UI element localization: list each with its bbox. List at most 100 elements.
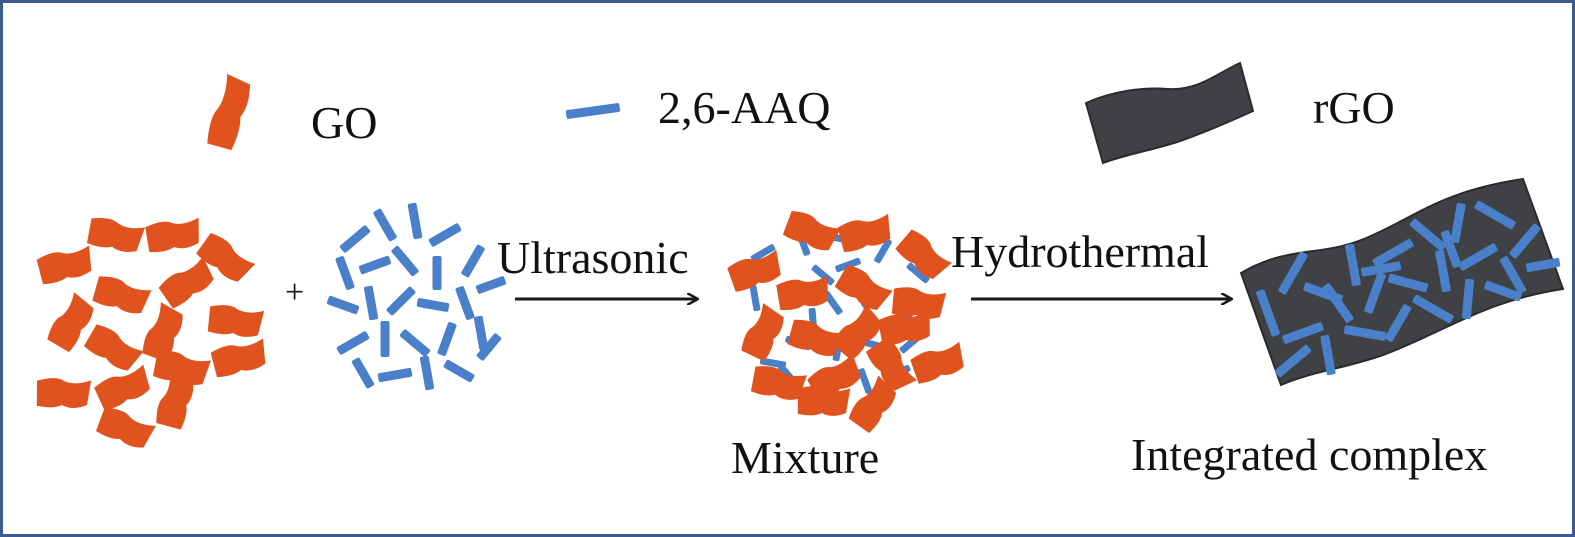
aaq-rod: [1345, 243, 1361, 287]
go-flake: [895, 229, 952, 280]
aaq-rod: [399, 329, 431, 357]
aaq-rod: [1525, 257, 1561, 273]
go-flake-icon: [207, 74, 251, 151]
aaq-rod: [749, 284, 761, 312]
go-flake: [848, 375, 897, 434]
aaq-rod: [857, 368, 873, 394]
aaq-rod: [1409, 218, 1447, 252]
go-flakes-cluster: [36, 217, 266, 448]
go-flake: [878, 310, 930, 346]
aaq-rod: [1322, 283, 1354, 323]
hydrothermal-label: Hydrothermal: [951, 226, 1209, 277]
aaq-rod: [1282, 322, 1324, 344]
go-flake: [797, 386, 851, 416]
aaq-rod: [373, 208, 397, 242]
complex-label: Integrated complex: [1131, 429, 1487, 480]
rgo-sheet-icon: [1084, 61, 1255, 165]
aaq-rod: [377, 367, 413, 383]
aaq-rod: [339, 225, 371, 253]
complex-aaq-rods: [1256, 200, 1561, 378]
mixture-cluster: [727, 210, 964, 434]
aaq-rod: [326, 295, 360, 315]
aaq-rod: [1364, 272, 1386, 314]
aaq-rod: [443, 359, 475, 383]
synthesis-diagram: GO 2,6-AAQ rGO + Ultrasonic Mixture Hydr…: [36, 61, 1565, 483]
go-flake: [787, 319, 845, 356]
go-flake: [47, 292, 94, 353]
aaq-rod: [461, 244, 485, 278]
aaq-rod: [811, 264, 835, 286]
aaq-rod: [1499, 256, 1527, 294]
aaq-rod: [1274, 344, 1312, 378]
aaq-rod: [1412, 294, 1454, 324]
aaq-rod: [1360, 261, 1402, 277]
aaq-rod: [428, 223, 462, 247]
go-flake: [776, 275, 828, 311]
go-flake: [832, 304, 883, 361]
go-flake: [96, 407, 156, 448]
aaq-rod-icon: [565, 103, 621, 119]
go-flake: [727, 249, 781, 292]
go-flake: [83, 324, 144, 371]
aaq-rod: [1458, 243, 1498, 271]
go-flake: [910, 341, 964, 384]
go-flake: [92, 276, 152, 314]
aaq-rod: [1384, 304, 1412, 342]
plus-sign: +: [285, 274, 304, 311]
aaq-rod: [475, 276, 507, 294]
aaq-rod: [391, 245, 419, 277]
go-flake: [207, 305, 265, 337]
aaq-rod: [416, 298, 450, 312]
aaq-rod: [1278, 251, 1308, 295]
aaq-rod-legend: [565, 103, 621, 119]
aaq-rod: [1435, 249, 1451, 293]
go-flake: [142, 302, 183, 362]
aaq-rod: [906, 262, 930, 284]
aaq-rod: [380, 321, 390, 357]
aaq-rod: [1372, 238, 1414, 268]
go-flake: [36, 378, 92, 408]
aaq-rod: [363, 285, 379, 321]
aaq-rod: [823, 291, 843, 315]
aaq-rod: [335, 256, 355, 290]
aaq-rod: [750, 244, 776, 262]
go-flake: [741, 302, 784, 362]
aaq-rod: [1343, 325, 1387, 341]
go-flake: [86, 217, 145, 253]
aaq-rod: [437, 322, 457, 356]
aaq-rod: [874, 238, 892, 264]
mixture-label: Mixture: [731, 432, 879, 483]
go-flake: [94, 364, 150, 411]
aaq-rod: [1461, 278, 1475, 320]
aaq-rod: [1450, 202, 1466, 244]
go-flake: [36, 245, 92, 285]
go-flake: [891, 287, 947, 319]
aaq-rod: [1484, 280, 1522, 302]
go-flake: [750, 366, 807, 400]
aaq-rod: [1320, 334, 1336, 376]
aaq-rod: [351, 357, 375, 389]
legend-go-label: GO: [311, 97, 377, 148]
aaq-rod: [432, 256, 442, 290]
aaq-rod: [407, 202, 423, 240]
go-flake: [866, 337, 917, 391]
go-flake: [152, 350, 211, 386]
aaq-rod: [336, 331, 370, 355]
ultrasonic-label: Ultrasonic: [497, 232, 689, 283]
aaq-rod: [1256, 289, 1280, 337]
aaq-rod: [476, 333, 502, 361]
aaq-rod: [455, 286, 475, 320]
go-flake: [158, 256, 214, 309]
aaq-rod: [835, 257, 861, 273]
aaq-rod: [473, 315, 489, 351]
aaq-rod: [386, 286, 416, 316]
go-flake-legend: [207, 74, 251, 151]
go-flake: [156, 370, 194, 430]
legend-rgo-label: rGO: [1313, 82, 1395, 133]
go-flake: [837, 213, 891, 252]
go-flake: [210, 338, 266, 378]
legend-aaq-label: 2,6-AAQ: [658, 82, 830, 133]
aaq-rod: [1440, 230, 1462, 268]
aaq-rod: [419, 355, 435, 391]
